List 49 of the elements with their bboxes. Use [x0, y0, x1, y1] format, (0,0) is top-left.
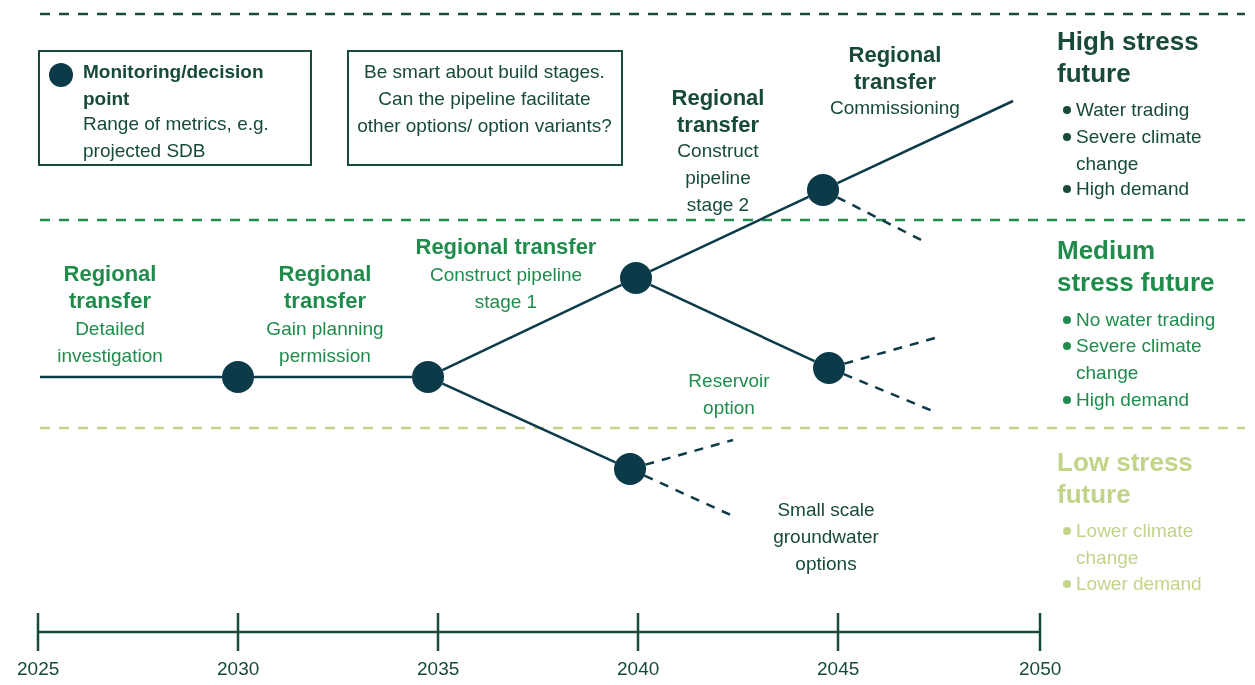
branch-line — [40, 375, 222, 379]
branch-line — [441, 283, 623, 372]
stage-title: Regional transfer — [847, 41, 943, 95]
scenario-factor: Severe climate change — [1076, 125, 1203, 176]
stage-description: Construct pipeline stage 2 — [676, 139, 760, 217]
dashed-branch-line — [844, 336, 936, 365]
branch-line — [836, 99, 1014, 185]
note-box — [38, 50, 312, 166]
scenario-heading: Medium stress future — [1057, 234, 1216, 298]
branch-line — [442, 382, 616, 464]
decision-point-circle — [813, 352, 845, 384]
scenario-factor: High demand — [1076, 388, 1190, 412]
decision-point-circle — [614, 453, 646, 485]
stage-title: Regional transfer — [670, 84, 766, 138]
decision-point-circle — [807, 174, 839, 206]
stage-title: Regional transfer — [62, 260, 158, 314]
scenario-heading: Low stress future — [1057, 446, 1194, 510]
branch-line — [254, 375, 412, 379]
stage-title: Regional transfer — [277, 260, 373, 314]
stage-description: Small scale groundwater options — [772, 498, 880, 576]
note-text: Be smart about build stages. Can the pipeline facilitate other options/ option variants? — [357, 60, 612, 138]
legend-description: Range of metrics, e.g. projected SDB — [83, 112, 270, 163]
year-label: 2035 — [417, 657, 460, 681]
stage-description: Reservoir option — [687, 369, 771, 420]
stage-description: Commissioning — [830, 96, 960, 120]
decision-point-circle — [222, 361, 254, 393]
year-label: 2045 — [817, 657, 860, 681]
scenario-factor: Lower demand — [1076, 572, 1202, 596]
scenario-factor: No water trading — [1076, 308, 1216, 332]
stage-description: Construct pipeline stage 1 — [428, 263, 584, 314]
year-label: 2040 — [617, 657, 660, 681]
dashed-branch-line — [645, 438, 734, 466]
scenario-factor: Lower climate change — [1076, 519, 1195, 570]
year-label: 2025 — [17, 657, 60, 681]
stage-description: Gain planning permission — [265, 317, 385, 368]
year-label: 2050 — [1019, 657, 1062, 681]
note-box — [347, 50, 623, 166]
stage-title: Regional transfer — [415, 233, 597, 260]
branch-line — [649, 283, 816, 363]
scenario-heading: High stress future — [1057, 25, 1200, 89]
scenario-factor: High demand — [1076, 177, 1190, 201]
stage-description: Detailed investigation — [56, 317, 164, 368]
decision-point-circle — [412, 361, 444, 393]
legend-title: Monitoring/decision point — [83, 60, 265, 111]
branch-line — [649, 195, 810, 273]
scenario-factor: Severe climate change — [1076, 334, 1203, 385]
scenario-factor: Water trading — [1076, 98, 1190, 122]
decision-point-circle — [620, 262, 652, 294]
year-label: 2030 — [217, 657, 260, 681]
